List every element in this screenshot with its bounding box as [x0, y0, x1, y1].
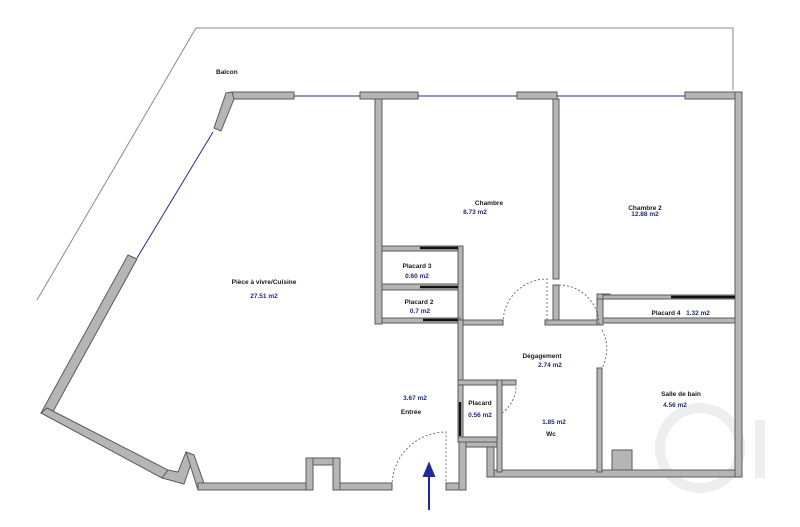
salle-de-bain-label: Salle de bain — [661, 391, 701, 398]
entree-label: Entrée — [401, 409, 422, 416]
placard-4-label: Placard 4 — [652, 310, 681, 317]
chambre-label: Chambre — [475, 200, 504, 207]
placard-2-area: 0.7 m2 — [410, 308, 431, 315]
degagement-label: Dégagement — [522, 353, 562, 360]
exterior-walls — [40, 91, 743, 491]
placard-4-area: 1.32 m2 — [686, 310, 710, 317]
placard-3-area: 0.60 m2 — [405, 273, 429, 280]
salle-de-bain-area: 4.56 m2 — [663, 402, 687, 409]
doors — [391, 246, 735, 487]
placard-3-label: Placard 3 — [403, 263, 432, 270]
windows — [136, 95, 685, 259]
entree-area: 3.67 m2 — [403, 395, 427, 402]
placard-2-label: Placard 2 — [405, 299, 434, 306]
piece-a-vivre-label: Pièce à vivre/Cuisine — [232, 279, 297, 286]
wc-label: Wc — [546, 431, 556, 438]
chambre-area: 8.73 m2 — [463, 209, 487, 216]
chambre-2-area: 12.88 m2 — [631, 211, 659, 218]
degagement-area: 2.74 m2 — [538, 362, 562, 369]
balcon-label: Balcon — [216, 69, 238, 76]
placard-label: Placard — [468, 400, 492, 407]
entrance-arrow-icon — [422, 461, 436, 510]
wc-area: 1.85 m2 — [542, 419, 566, 426]
piece-a-vivre-area: 27.51 m2 — [250, 293, 278, 300]
chambre-2-label: Chambre 2 — [628, 205, 662, 212]
balcony-outline — [36, 27, 734, 301]
placard-area: 0.56 m2 — [468, 412, 492, 419]
